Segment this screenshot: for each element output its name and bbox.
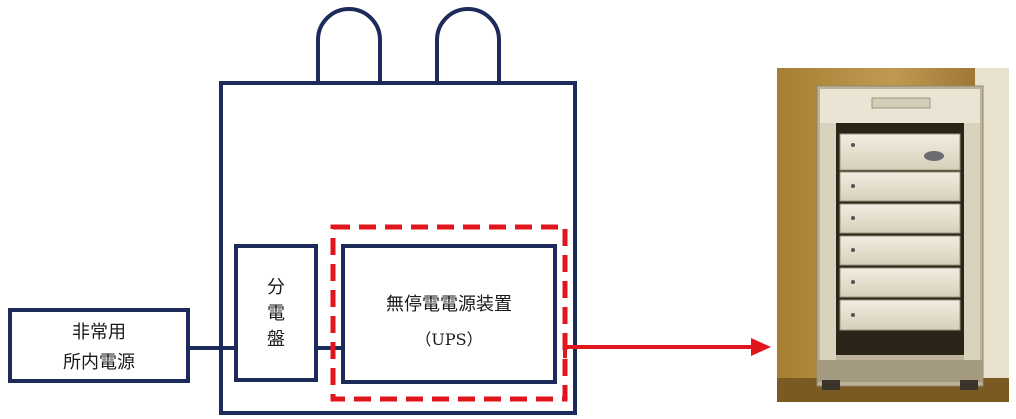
arrow-line	[563, 345, 753, 358]
rack-unit-1-dot	[851, 143, 855, 147]
distribution-panel: 分 電 盤	[234, 244, 318, 382]
rack-unit-2	[839, 171, 961, 202]
building-loop-left	[316, 7, 382, 83]
ups-cabinet-photo	[777, 68, 1009, 402]
cabinet-nameplate	[871, 97, 931, 109]
ups-unit: 無停電電源装置 （UPS）	[341, 244, 557, 384]
ups-highlight-dashed-border	[330, 224, 568, 402]
rack-unit-6-dot	[851, 313, 855, 317]
panel-char-2: 電	[267, 303, 285, 324]
emergency-power-box	[8, 308, 190, 383]
rack-unit-1	[839, 133, 961, 171]
emergency-power-label-line2: 所内電源	[63, 352, 135, 373]
rack-unit-4	[839, 235, 961, 266]
ups-label-line1: 無停電電源装置	[386, 294, 512, 315]
building-loop-right	[435, 7, 501, 83]
building-enclosure	[219, 7, 577, 415]
rack-unit-5	[839, 267, 961, 298]
emergency-power-source: 非常用 所内電源	[8, 308, 190, 383]
distribution-panel-box	[234, 244, 318, 382]
arrow-head	[751, 338, 771, 356]
rack-unit-2-dot	[851, 184, 855, 188]
ups-label-line2: （UPS）	[415, 330, 482, 349]
arrow-to-photo	[563, 338, 771, 358]
rack-unit-6	[839, 299, 961, 331]
cabinet-side-right	[964, 123, 980, 361]
cabinet-side-left	[820, 123, 836, 361]
rack-unit-5-dot	[851, 280, 855, 284]
cabinet-wheel-right	[960, 380, 978, 390]
emergency-power-label-line1: 非常用	[72, 322, 126, 343]
rack-unit-4-dot	[851, 248, 855, 252]
building-outline	[219, 81, 577, 415]
rack-unit-1-logo	[924, 151, 944, 161]
panel-char-1: 分	[267, 277, 285, 298]
rack-unit-3-dot	[851, 216, 855, 220]
panel-char-3: 盤	[267, 329, 285, 350]
cabinet-wheel-left	[822, 380, 840, 390]
rack-unit-3	[839, 203, 961, 234]
cabinet-base	[817, 360, 983, 382]
ups-box	[341, 244, 557, 384]
